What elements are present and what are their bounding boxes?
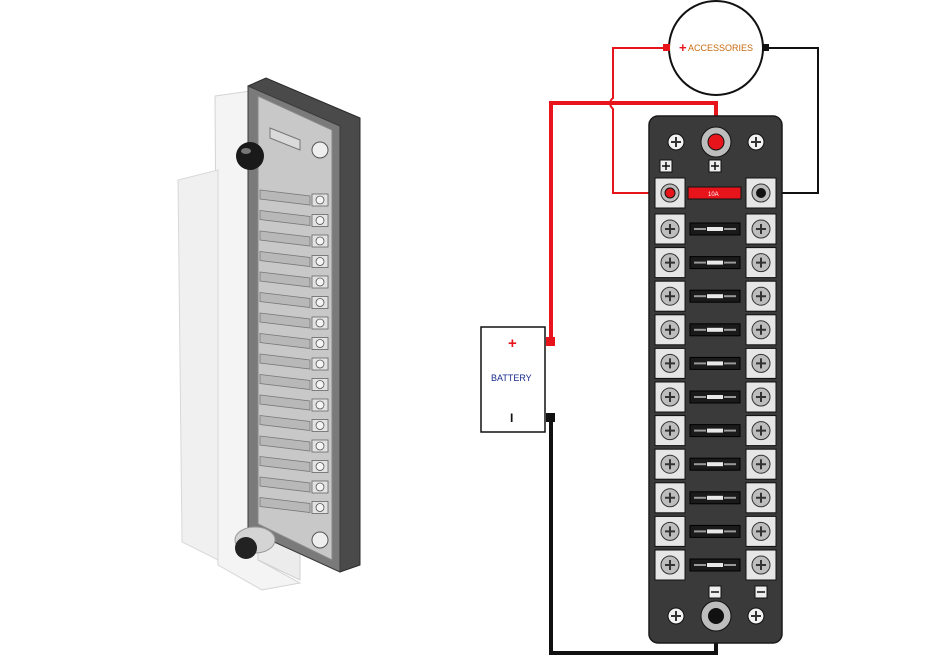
battery-box [480,326,546,433]
top-stud-nut-icon [236,142,264,170]
fuse-slot [259,476,311,493]
minus-terminal-icon [708,585,722,599]
transparent-cover-left [177,169,219,561]
fuse-slot [259,497,311,513]
fuse-row [654,314,777,346]
bottom-stud-nut-icon [235,537,257,559]
fuse-icon [687,186,742,200]
minus-terminal-icon [754,585,768,599]
fuse-row [654,381,777,413]
fuse-row [654,482,777,514]
fuse-slot-stack [259,189,329,514]
fuse-row [654,415,777,447]
battery-label: BATTERY [491,373,532,383]
fuse-slot [259,333,311,349]
fuse-slot [259,415,311,431]
accessories-plus-label: + [679,40,687,55]
accessories-positive-wire [609,47,668,194]
fuse-row [654,549,777,581]
accessories-negative-terminal [762,44,769,51]
fuse-slot [259,435,311,452]
battery-minus-label: I [510,411,513,425]
battery-plus-label: + [508,335,517,352]
fuse-slot [259,374,311,390]
accessories-positive-terminal [663,44,670,51]
fuse-row [654,448,777,480]
fuse-rating-label: 10A [708,192,719,198]
plus-terminal-icon [708,159,722,173]
fuse-input-terminal [654,448,686,480]
accessories-label: ACCESSORIES [688,43,753,53]
fuse-row [654,347,777,379]
fuse-block-3d-render [177,77,361,591]
fuse-input-terminal [654,213,686,245]
negative-stud-post [708,608,724,624]
fuse-slot [259,271,311,288]
accessories-negative-wire [762,47,819,194]
fuse-row [654,247,777,279]
fuse-slot [259,251,311,267]
fuse-panel: 10A [648,115,783,644]
fuse-slot [259,456,311,472]
fuse-row [654,213,777,245]
positive-stud-post [707,133,725,151]
fuse-row [654,515,777,547]
fuse-slot [259,394,311,411]
fuse-slot [259,312,311,329]
fuse-slot [259,292,311,308]
screw-icon [311,531,329,549]
plus-terminal-icon [659,159,673,173]
fuse-slot [259,210,311,226]
fuse-slot [259,230,311,247]
fuse-row-stack [654,213,777,581]
fuse-slot [259,189,311,206]
fuse-row [654,280,777,312]
fuse-slot [259,353,311,370]
accessories-load: + ACCESSORIES [663,0,769,96]
screw-icon [311,141,329,159]
battery: + BATTERY I [480,326,555,433]
